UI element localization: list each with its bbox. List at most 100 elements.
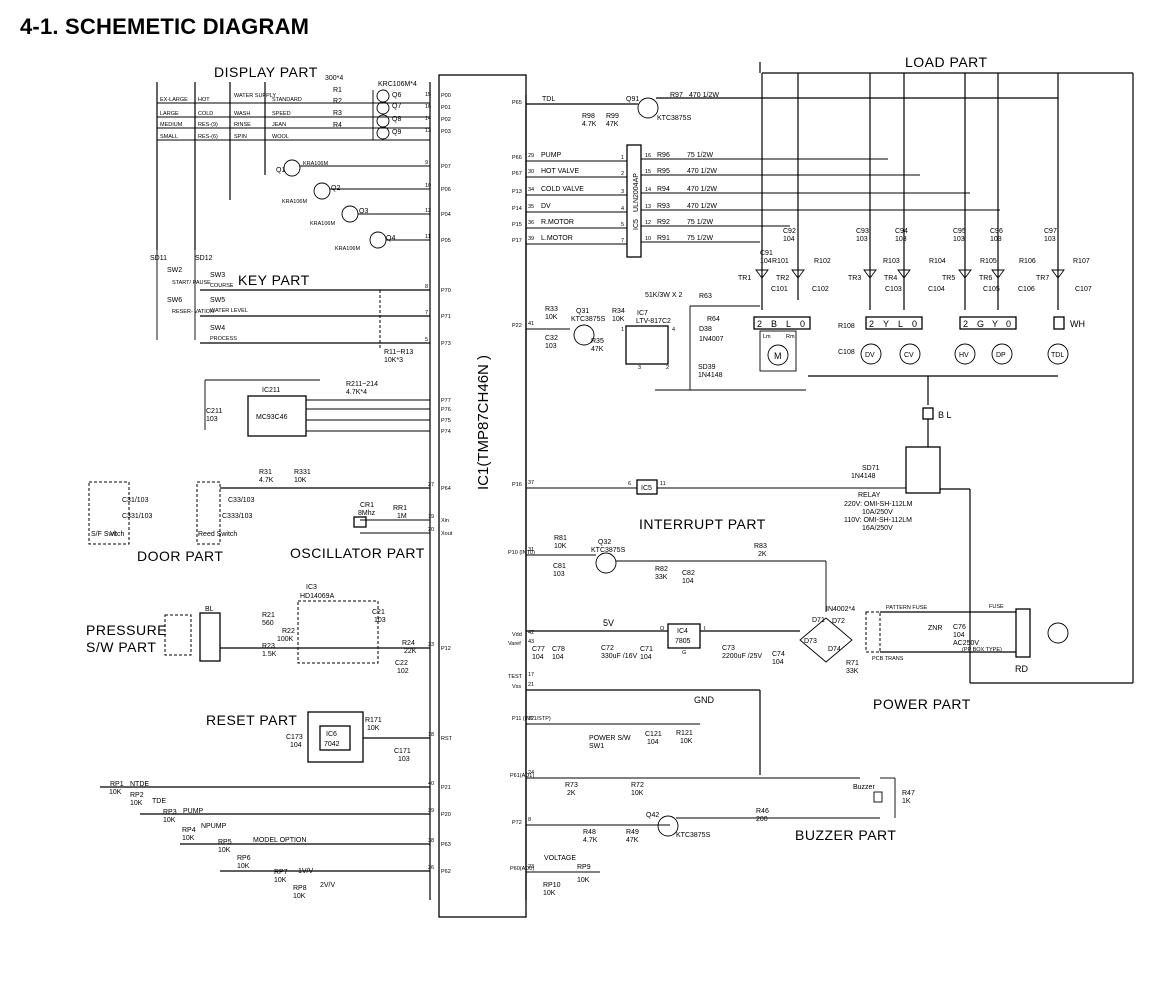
svg-text:SW4: SW4 [210,325,225,332]
svg-text:R97: R97 [670,92,683,99]
svg-text:PUMP: PUMP [183,808,204,815]
svg-text:R121: R121 [676,730,693,737]
svg-text:R46: R46 [756,808,769,815]
svg-text:P14: P14 [512,206,522,212]
svg-text:MEDIUM: MEDIUM [160,122,183,128]
svg-text:FUSE: FUSE [989,604,1004,610]
svg-text:C107: C107 [1075,286,1092,293]
svg-text:R24: R24 [402,640,415,647]
svg-text:KRC106M*4: KRC106M*4 [378,81,417,88]
svg-text:33K: 33K [846,668,859,675]
svg-text:D73: D73 [804,638,817,645]
svg-text:C106: C106 [1018,286,1035,293]
svg-text:5: 5 [621,222,624,228]
svg-text:HOT: HOT [198,97,210,103]
svg-text:103: 103 [1044,236,1056,243]
svg-text:10K: 10K [163,817,176,824]
svg-text:470 1/2W: 470 1/2W [687,186,717,193]
svg-text:RP6: RP6 [237,855,251,862]
svg-text:11: 11 [660,481,666,487]
svg-text:R171: R171 [365,717,382,724]
svg-text:104: 104 [552,654,564,661]
svg-text:RP3: RP3 [163,809,177,816]
svg-text:TDL: TDL [1051,352,1064,359]
svg-text:Xin: Xin [441,518,449,524]
load-row-dv: P14 35 DV 4 13 R93 470 1/2W [512,203,1000,213]
svg-text:VOLTAGE: VOLTAGE [544,855,576,862]
svg-text:10K*3: 10K*3 [384,357,403,364]
svg-text:R106: R106 [1019,258,1036,265]
svg-text:10: 10 [425,183,431,189]
buzzer-part: BUZZER PART P61(AD1) 24 R73 2K R72 10K P… [510,770,915,844]
svg-text:RINSE: RINSE [234,122,251,128]
door-part-label: DOOR PART [137,548,223,564]
svg-text:WASH: WASH [234,111,250,117]
svg-text:9: 9 [425,160,428,166]
svg-text:10K: 10K [680,738,693,745]
svg-text:SW3: SW3 [210,272,225,279]
svg-text:1N4007: 1N4007 [699,336,724,343]
svg-text:DV: DV [541,203,551,210]
svg-text:42: 42 [528,630,534,636]
svg-text:10K: 10K [367,725,380,732]
svg-text:P74: P74 [441,429,451,435]
oscillator-part: CR1 8Mhz RR1 1M 19 20 Xin Xout OSCILLATO… [290,502,453,561]
svg-text:3: 3 [638,365,641,371]
svg-text:P64: P64 [441,486,451,492]
svg-text:IN4002*4: IN4002*4 [826,606,855,613]
svg-text:47K: 47K [626,837,639,844]
triac-tr3: C93 103 R103 TR3 C103 [848,228,902,293]
svg-text:RP2: RP2 [130,792,144,799]
svg-text:R91: R91 [657,235,670,242]
svg-text:R21: R21 [262,612,275,619]
svg-text:15: 15 [645,169,651,175]
svg-text:C93: C93 [856,228,869,235]
eeprom-ic211: IC211 MC93C46 C211 103 R211~214 4.7K*4 P… [204,379,451,437]
svg-text:SPEED: SPEED [272,111,291,117]
svg-text:P63: P63 [441,842,451,848]
svg-text:10K: 10K [237,863,250,870]
relay-circuit: B L SD71 1N4148 RELAY 220V: OMI-SH-112LM… [512,407,952,532]
svg-text:R96: R96 [657,152,670,159]
svg-text:RP1: RP1 [110,781,124,788]
svg-text:47K: 47K [591,346,604,353]
key-part-label: KEY PART [238,272,310,288]
buzzer-part-label: BUZZER PART [795,827,896,843]
svg-text:Reed Switch: Reed Switch [198,531,237,538]
svg-text:P11 (INT1/STP): P11 (INT1/STP) [512,716,551,722]
svg-text:4.7K: 4.7K [259,477,274,484]
svg-text:G: G [977,319,984,329]
svg-text:C21: C21 [372,609,385,616]
svg-text:10K: 10K [130,800,143,807]
svg-text:17: 17 [528,672,534,678]
svg-text:P65: P65 [512,100,522,106]
svg-text:RST: RST [441,736,453,742]
svg-text:21: 21 [528,682,534,688]
svg-text:P67: P67 [512,171,522,177]
svg-text:0: 0 [800,319,805,329]
svg-text:R83: R83 [754,543,767,550]
load-part-label: LOAD PART [905,54,988,70]
svg-text:P61(AD1): P61(AD1) [510,773,534,779]
svg-text:SW1: SW1 [589,743,604,750]
svg-text:RESER- VATION: RESER- VATION [172,309,214,315]
svg-text:RP8: RP8 [293,885,307,892]
svg-text:1V/V: 1V/V [298,868,314,875]
svg-text:RES-(9): RES-(9) [198,122,218,128]
svg-text:103: 103 [374,617,386,624]
svg-text:R49: R49 [626,829,639,836]
svg-text:CV: CV [904,352,914,359]
svg-text:SPIN: SPIN [234,134,247,140]
svg-text:TR1: TR1 [738,275,751,282]
svg-text:103: 103 [206,416,218,423]
power-switch: P11 (INT1/STP) 32 POWER S/W SW1 C121 104… [512,716,700,750]
load-connectors: 2 B L 0 2 Y L 0 2 G Y 0 WH R108 C108 Lm … [753,316,1085,405]
svg-text:L.MOTOR: L.MOTOR [541,235,573,242]
svg-text:COLD: COLD [198,111,213,117]
svg-text:103: 103 [553,571,565,578]
svg-text:P07: P07 [441,164,451,170]
svg-text:P10 (INT0): P10 (INT0) [508,550,535,556]
svg-text:R11~R13: R11~R13 [384,349,413,356]
triac-tr6: C96 103 R106 TR6 C106 [979,228,1036,293]
svg-text:IC5: IC5 [633,219,640,230]
